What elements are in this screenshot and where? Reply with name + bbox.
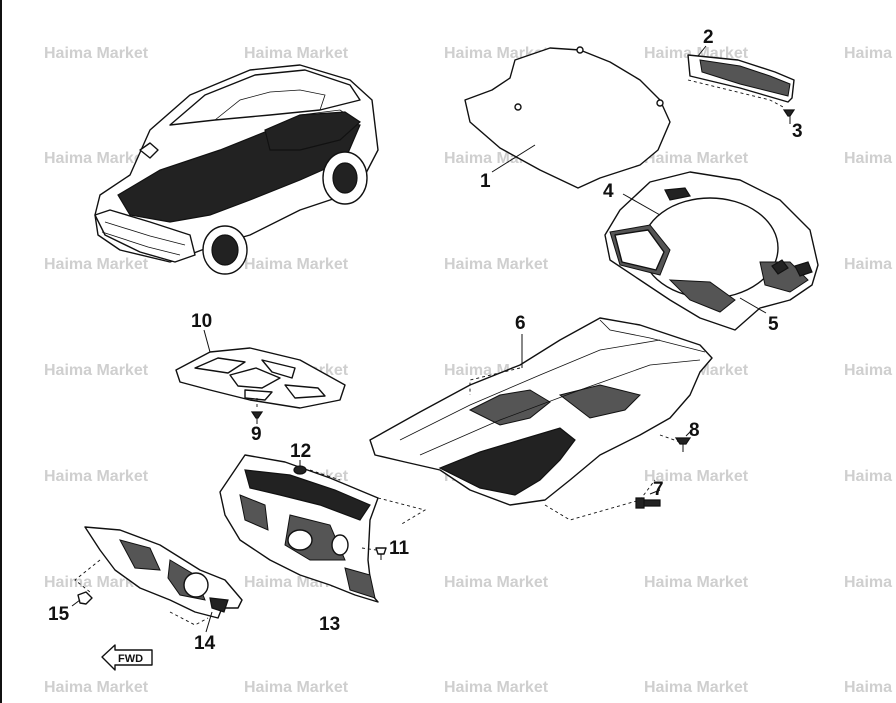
part-11-clip (361, 547, 387, 560)
part-8-fastener (674, 429, 693, 452)
watermark-text: Haima Market (644, 574, 749, 591)
watermark-text: Haima Market (44, 574, 149, 591)
part-7-fastener (635, 489, 661, 509)
watermark-text: Haima Market (44, 468, 149, 485)
part-3-clip (782, 109, 796, 124)
watermark-text: Haima Market (444, 679, 549, 696)
watermark-text: Haima Market (244, 256, 349, 273)
watermark-text: Haima Market (444, 256, 549, 273)
watermark-text: Haima Market (644, 468, 749, 485)
watermark-text: Haima Market (844, 45, 896, 62)
callout-10: 10 (191, 311, 212, 332)
part-14-front-insulator (74, 526, 243, 633)
part-15-nut (71, 591, 93, 607)
part-2-trim-panel (687, 45, 795, 109)
callout-13: 13 (319, 614, 340, 635)
part-1-cargo-cover (464, 46, 671, 189)
part-12-nut (293, 460, 307, 475)
watermark-text: Haima Market (44, 45, 149, 62)
callout-5: 5 (768, 314, 779, 335)
watermark-text: Haima Market (844, 150, 896, 167)
part-6-floor-carpet (369, 317, 713, 521)
watermark-text: Haima Market (44, 362, 149, 379)
watermark-text: Haima Market (644, 45, 749, 62)
watermark-text: Haima Market (44, 679, 149, 696)
callout-3: 3 (792, 121, 803, 142)
callout-9: 9 (251, 424, 262, 445)
watermark-text: Haima Market (44, 256, 149, 273)
fwd-label: FWD (118, 653, 143, 665)
watermark-text: Haima Market (244, 679, 349, 696)
callout-8: 8 (689, 420, 700, 441)
vehicle-overview-illustration (94, 64, 379, 275)
watermark-text: Haima Market (844, 574, 896, 591)
watermark-text: Haima Market (644, 679, 749, 696)
callout-4: 4 (603, 181, 614, 202)
watermark-text: Haima Market (44, 150, 149, 167)
watermark-text: Haima Market (844, 468, 896, 485)
callout-11: 11 (389, 538, 410, 559)
watermark-text: Haima Market (844, 679, 896, 696)
fwd-direction-arrow: FWD (101, 644, 153, 671)
part-13-dash-insulator (219, 454, 427, 603)
callout-2: 2 (703, 27, 714, 48)
watermark-text: Haima Market (844, 362, 896, 379)
watermark-text: Haima Market (244, 45, 349, 62)
callout-14: 14 (194, 633, 216, 654)
callout-layer: 1 2 3 4 5 6 7 8 9 10 11 12 13 14 15 (48, 27, 803, 654)
part-9-clip (250, 398, 264, 424)
callout-1: 1 (480, 171, 491, 192)
callout-6: 6 (515, 313, 526, 334)
watermark-text: Haima Market (444, 574, 549, 591)
callout-7: 7 (653, 479, 664, 500)
callout-15: 15 (48, 604, 70, 625)
part-4-5-luggage-floor (604, 171, 819, 331)
watermark-text: Haima Market (844, 256, 896, 273)
watermark-text: Haima Market (644, 150, 749, 167)
part-10-hood-insulator (175, 329, 346, 409)
callout-12: 12 (290, 441, 311, 462)
